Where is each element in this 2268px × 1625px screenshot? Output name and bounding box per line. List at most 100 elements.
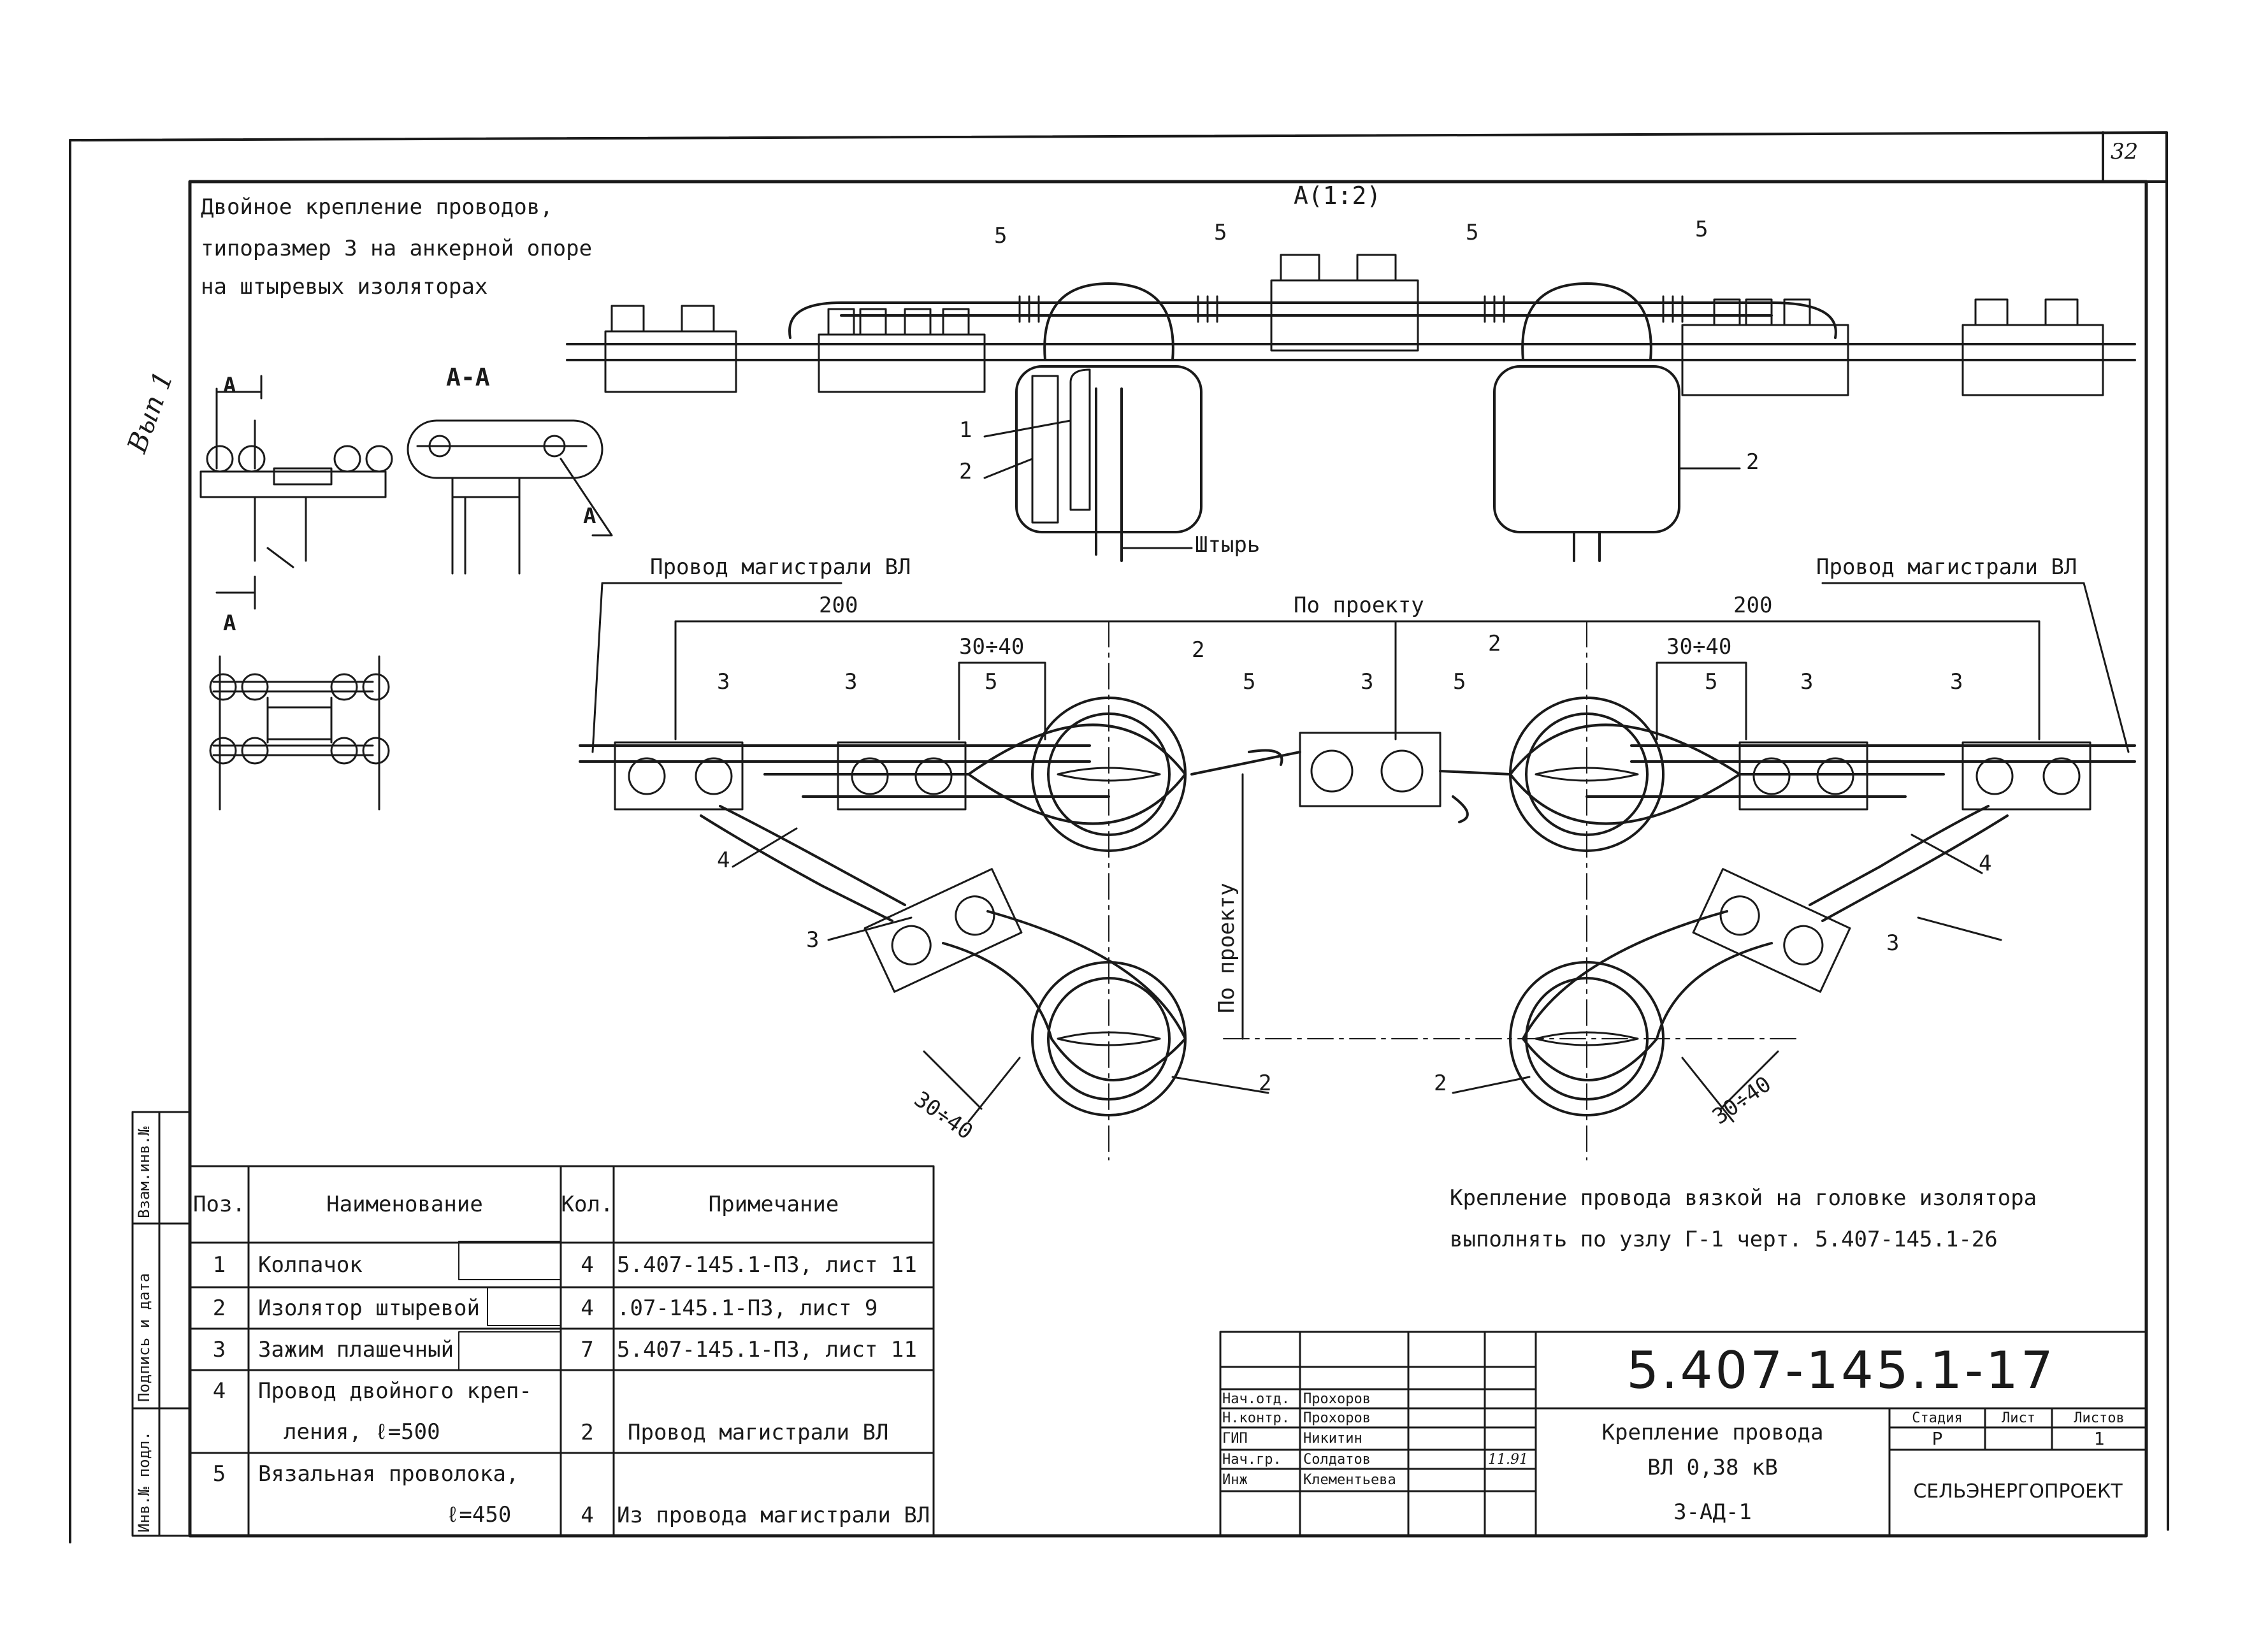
sheets-value: 1 (2093, 1428, 2105, 1449)
strip-signature-date: Подпись и дата (135, 1273, 153, 1402)
section-label: А-А (446, 363, 490, 391)
callout-5-b: 5 (1214, 220, 1227, 245)
spec-row-1-qty: 4 (581, 1252, 594, 1278)
callout-5-a: 5 (994, 223, 1008, 249)
callout-4-right: 4 (1979, 851, 1992, 876)
name-4: Солдатов (1303, 1451, 1371, 1468)
callout-3-a: 3 (717, 669, 730, 695)
callout-4-left: 4 (717, 848, 730, 873)
drawing-code: 5.407-145.1-17 (1626, 1340, 2056, 1400)
title-block-grid (1219, 1331, 2148, 1537)
name-2: Прохоров (1303, 1410, 1371, 1426)
dim-200-right: 200 (1733, 593, 1773, 618)
callout-5-e: 5 (985, 669, 998, 695)
note-line-2: выполнять по узлу Г-1 черт. 5.407-145.1-… (1450, 1227, 1998, 1252)
strip-original-inv: Инв.№ подл. (135, 1431, 153, 1533)
section-mark-top: А (223, 373, 236, 398)
callout-2-f: 2 (1434, 1071, 1447, 1096)
feeder-right-label: Провод магистрали ВЛ (1816, 554, 2077, 580)
feeder-left-label: Провод магистрали ВЛ (650, 554, 911, 580)
callout-3-g: 3 (1886, 930, 1900, 956)
spec-row-2-qty: 4 (581, 1295, 594, 1321)
name-5: Клементьева (1303, 1472, 1396, 1488)
stage-header: Стадия (1912, 1410, 1963, 1426)
name-1: Прохоров (1303, 1390, 1371, 1407)
spec-row-1-name: Колпачок (258, 1252, 363, 1278)
spec-row-3-pos: 3 (212, 1336, 226, 1362)
sheet-number: 32 (2111, 139, 2139, 164)
spec-row-2-name: Изолятор штыревой (258, 1295, 480, 1321)
callout-3-d: 3 (1800, 669, 1814, 695)
callout-3-e: 3 (1950, 669, 1963, 695)
section-mark-bottom: А (223, 610, 236, 636)
role-3: ГИП (1222, 1431, 1248, 1447)
role-2: Н.контр. (1222, 1410, 1290, 1426)
spec-row-5-pos: 5 (212, 1461, 226, 1487)
spec-row-2-note: .07-145.1-ПЗ, лист 9 (617, 1295, 878, 1321)
stage-value: Р (1932, 1428, 1943, 1449)
spec-header-pos: Поз. (193, 1192, 245, 1217)
plan-view (579, 582, 2136, 1160)
spec-header-note: Примечание (708, 1192, 839, 1217)
callout-2-e: 2 (1259, 1071, 1272, 1096)
role-1: Нач.отд. (1222, 1390, 1290, 1407)
caption-line-3: на штыревых изоляторах (201, 274, 488, 300)
spec-row-4-note: Провод магистрали ВЛ (628, 1419, 889, 1445)
elevation-view (566, 254, 2136, 562)
title-line-3: 3-АД-1 (1673, 1499, 1752, 1525)
dim-30-40-top-left: 30÷40 (959, 634, 1025, 660)
caption-line-2: типоразмер 3 на анкерной опоре (201, 236, 593, 261)
spec-row-4-pos: 4 (212, 1378, 226, 1404)
caption-line-1: Двойное крепление проводов, (201, 194, 553, 220)
spec-row-5-qty: 4 (581, 1502, 594, 1528)
spec-row-2-pos: 2 (212, 1295, 226, 1321)
title-line-1: Крепление провода (1601, 1419, 1824, 1445)
spec-row-1-pos: 1 (212, 1252, 226, 1278)
name-3: Никитин (1303, 1431, 1362, 1447)
callout-3-f: 3 (806, 927, 820, 953)
callout-3-b: 3 (844, 669, 858, 695)
spec-row-5-name-cont: ℓ=450 (446, 1501, 512, 1528)
spec-row-4-name: Провод двойного креп- (258, 1378, 532, 1404)
dim-200-left: 200 (819, 593, 858, 618)
spec-table-grid (189, 1165, 935, 1537)
section-mark-right: А (583, 503, 596, 529)
date-4: 11.91 (1488, 1451, 1528, 1468)
callout-5-f: 5 (1243, 669, 1256, 695)
spec-header-name: Наименование (326, 1192, 483, 1217)
callout-3-c: 3 (1361, 669, 1374, 695)
spec-row-3-note: 5.407-145.1-ПЗ, лист 11 (617, 1336, 917, 1362)
spec-row-4-qty: 2 (581, 1419, 594, 1445)
callout-2-a: 2 (959, 459, 972, 484)
spec-row-3-qty: 7 (581, 1336, 594, 1362)
dim-30-40-top-right: 30÷40 (1666, 634, 1732, 660)
organization: СЕЛЬЭНЕРГОПРОЕКТ (1913, 1480, 2123, 1503)
callout-2-b: 2 (1746, 449, 1759, 475)
role-5: Инж (1222, 1472, 1248, 1488)
view-label: А(1:2) (1294, 182, 1382, 210)
callout-5-c: 5 (1466, 220, 1479, 245)
spec-header-qty: Кол. (561, 1192, 614, 1217)
spec-row-5-note: Из провода магистрали ВЛ (617, 1502, 930, 1528)
callout-1: 1 (959, 417, 972, 443)
dim-by-project-vertical: По проекту (1214, 883, 1239, 1013)
callout-5-d: 5 (1695, 217, 1708, 242)
callout-5-h: 5 (1705, 669, 1718, 695)
callout-2-d: 2 (1488, 631, 1501, 656)
spec-row-1-note: 5.407-145.1-ПЗ, лист 11 (617, 1252, 917, 1278)
spec-row-3-name: Зажим плашечный (258, 1336, 454, 1362)
title-line-2: ВЛ 0,38 кВ (1647, 1454, 1778, 1480)
callout-5-g: 5 (1453, 669, 1466, 695)
section-views (199, 375, 613, 811)
note-line-1: Крепление провода вязкой на головке изол… (1450, 1185, 2037, 1211)
spec-row-4-name-cont: ления, ℓ=500 (284, 1419, 440, 1445)
spec-row-5-name: Вязальная проволока, (258, 1461, 519, 1487)
role-4: Нач.гр. (1222, 1451, 1282, 1468)
sheet-header: Лист (2002, 1410, 2035, 1426)
frame (69, 131, 2169, 1543)
callout-2-c: 2 (1192, 637, 1205, 663)
dim-by-project: По проекту (1294, 593, 1424, 618)
sheets-header: Листов (2074, 1410, 2125, 1426)
